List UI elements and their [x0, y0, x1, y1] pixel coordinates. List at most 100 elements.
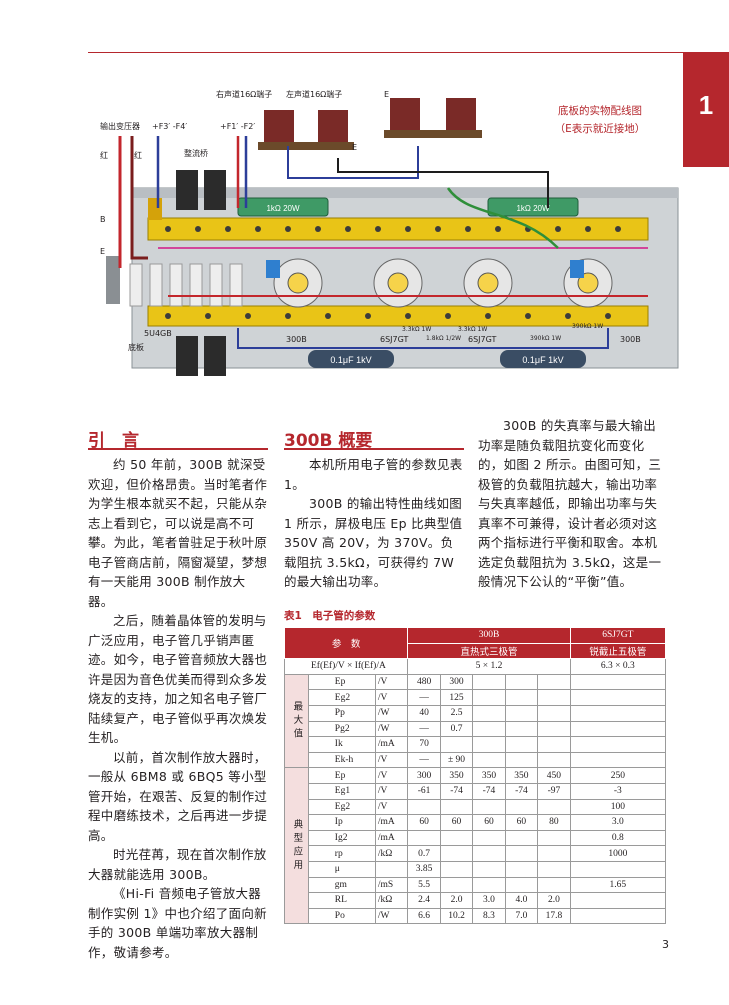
label-f3f4: +F3′ -F4′ [152, 122, 187, 131]
typ-cell-sym: μ [307, 860, 376, 878]
typ-cell-c2: 2.0 [439, 892, 474, 909]
max-cell-c4 [504, 736, 539, 753]
typ-cell-c5: 2.0 [537, 892, 571, 909]
max-cell-c5 [537, 673, 571, 691]
typ-cell-t2: 1000 [569, 845, 667, 862]
max-cell-unit: /V [374, 751, 409, 769]
max-cell-t2 [569, 720, 667, 738]
max-cell-c4 [504, 704, 539, 722]
label-rectifier: 整流桥 [184, 148, 208, 158]
heater-6sj7: 6.3 × 0.3 [569, 658, 667, 675]
typ-cell-unit: /mA [374, 814, 409, 831]
label-e-left: E [100, 247, 105, 256]
photo-caption: 底板的实物配线图 （E表示就近接地） [520, 102, 680, 138]
typ-cell-c2 [439, 845, 474, 862]
typ-cell-c2: 350 [439, 767, 474, 784]
typ-cell-c4 [504, 876, 539, 894]
cap-right-label: 0.1μF 1kV [522, 355, 563, 365]
table-row: Ek-h/V—± 90 [285, 751, 667, 769]
res-right-label: 1kΩ 20W [516, 204, 550, 213]
table-row: Eg1/V-61-74-74-74-97-3 [285, 782, 667, 800]
typ-cell-c2: -74 [439, 782, 474, 800]
table-row: Pg2/W—0.7 [285, 720, 667, 738]
typ-cell-c4 [504, 845, 539, 862]
label-left-16ohm: 左声道16Ω端子 [286, 89, 342, 99]
right-body: 300B 的失真率与最大输出功率是随负载阻抗变化而变化的，如图 2 所示。由图可… [478, 416, 662, 592]
typ-cell-sym: Ep [307, 767, 376, 784]
typ-cell-t2 [569, 907, 667, 925]
max-cell-c5 [537, 720, 571, 738]
typ-cell-sym: gm [307, 876, 376, 894]
typ-cell-c3 [472, 876, 506, 894]
typ-cell-c5 [537, 860, 571, 878]
max-cell-sym: Ek-h [307, 751, 376, 769]
typ-cell-c1 [407, 829, 441, 847]
max-cell-c2: 300 [439, 673, 474, 691]
typ-cell-c4: 4.0 [504, 892, 539, 909]
intro-paragraph: 约 50 年前，300B 就深受欢迎，但价格昂贵。当时笔者作为学生根本就买不起，… [88, 457, 268, 609]
overview-heading: 300B 概要 [284, 431, 373, 451]
max-cell-c5 [537, 689, 571, 706]
tube-parameters-table: 参 数 300B 6SJ7GT 直热式三极管 锐截止五极管 Ef(Ef)/V ×… [283, 626, 667, 925]
label-f1f2: +F1′ -F2′ [220, 122, 255, 131]
max-cell-c4 [504, 673, 539, 691]
max-cell-c1: — [407, 720, 441, 738]
typ-cell-c5 [537, 798, 571, 816]
max-cell-c3 [472, 689, 506, 706]
typ-cell-c5: -97 [537, 782, 571, 800]
typ-cell-t2: 250 [569, 767, 667, 784]
max-cell-unit: /mA [374, 736, 409, 753]
max-cell-sym: Pg2 [307, 720, 376, 738]
typ-cell-t2: 1.65 [569, 876, 667, 894]
typ-cell-c1: 3.85 [407, 860, 441, 878]
label-300b-right: 300B [620, 335, 641, 344]
max-cell-c1: — [407, 751, 441, 769]
typ-cell-t2: 3.0 [569, 814, 667, 831]
max-cell-t2 [569, 736, 667, 753]
typ-cell-c3: -74 [472, 782, 506, 800]
label-6sj7-right: 6SJ7GT [468, 335, 497, 344]
typ-cell-sym: RL [307, 892, 376, 909]
max-cell-unit: /V [374, 673, 409, 691]
typ-cell-c5: 17.8 [537, 907, 571, 925]
typ-cell-c4 [504, 829, 539, 847]
page-number: 3 [662, 938, 669, 951]
max-cell-c1: 480 [407, 673, 441, 691]
max-cell-c3 [472, 673, 506, 691]
typ-cell-c4: 7.0 [504, 907, 539, 925]
max-cell-t2 [569, 673, 667, 691]
typ-cell-t2: 100 [569, 798, 667, 816]
label-right-16ohm: 右声道16Ω端子 [216, 89, 272, 99]
top-rule [88, 52, 683, 53]
heater-300b: 5 × 1.2 [407, 658, 571, 675]
photo-caption-line1: 底板的实物配线图 [558, 105, 642, 117]
typ-cell-c1 [407, 798, 441, 816]
typ-cell-t2: -3 [569, 782, 667, 800]
max-cell-c2: ± 90 [439, 751, 474, 769]
label-6sj7-left: 6SJ7GT [380, 335, 409, 344]
table-header-row: 参 数 300B 6SJ7GT [283, 626, 667, 660]
max-cell-c4 [504, 720, 539, 738]
typ-cell-c1: -61 [407, 782, 441, 800]
typ-cell-c5: 80 [537, 814, 571, 831]
max-cell-t2 [569, 704, 667, 722]
typ-section-label: 典型应用 [284, 767, 309, 925]
intro-body: 约 50 年前，300B 就深受欢迎，但价格昂贵。当时笔者作为学生根本就买不起，… [88, 455, 270, 962]
intro-paragraph: 以前，首次制作放大器时，一般从 6BM8 或 6BQ5 等小型管开始，在艰苦、反… [88, 749, 268, 843]
label-r1: 3.3kΩ 1W [402, 326, 431, 333]
typ-cell-c2: 10.2 [439, 907, 474, 925]
max-cell-unit: /W [374, 720, 409, 738]
typ-cell-unit: /V [374, 798, 409, 816]
typ-cell-c1: 60 [407, 814, 441, 831]
header-tube2-type: 锐截止五极管 [569, 642, 667, 660]
typ-cell-c1: 2.4 [407, 892, 441, 909]
intro-paragraph: 《Hi-Fi 音频电子管放大器制作实例 1》中也介绍了面向新手的 300B 单端… [88, 886, 267, 960]
max-cell-sym: Pp [307, 704, 376, 722]
typ-cell-unit: /mS [374, 876, 409, 894]
header-param: 参 数 [283, 626, 409, 660]
